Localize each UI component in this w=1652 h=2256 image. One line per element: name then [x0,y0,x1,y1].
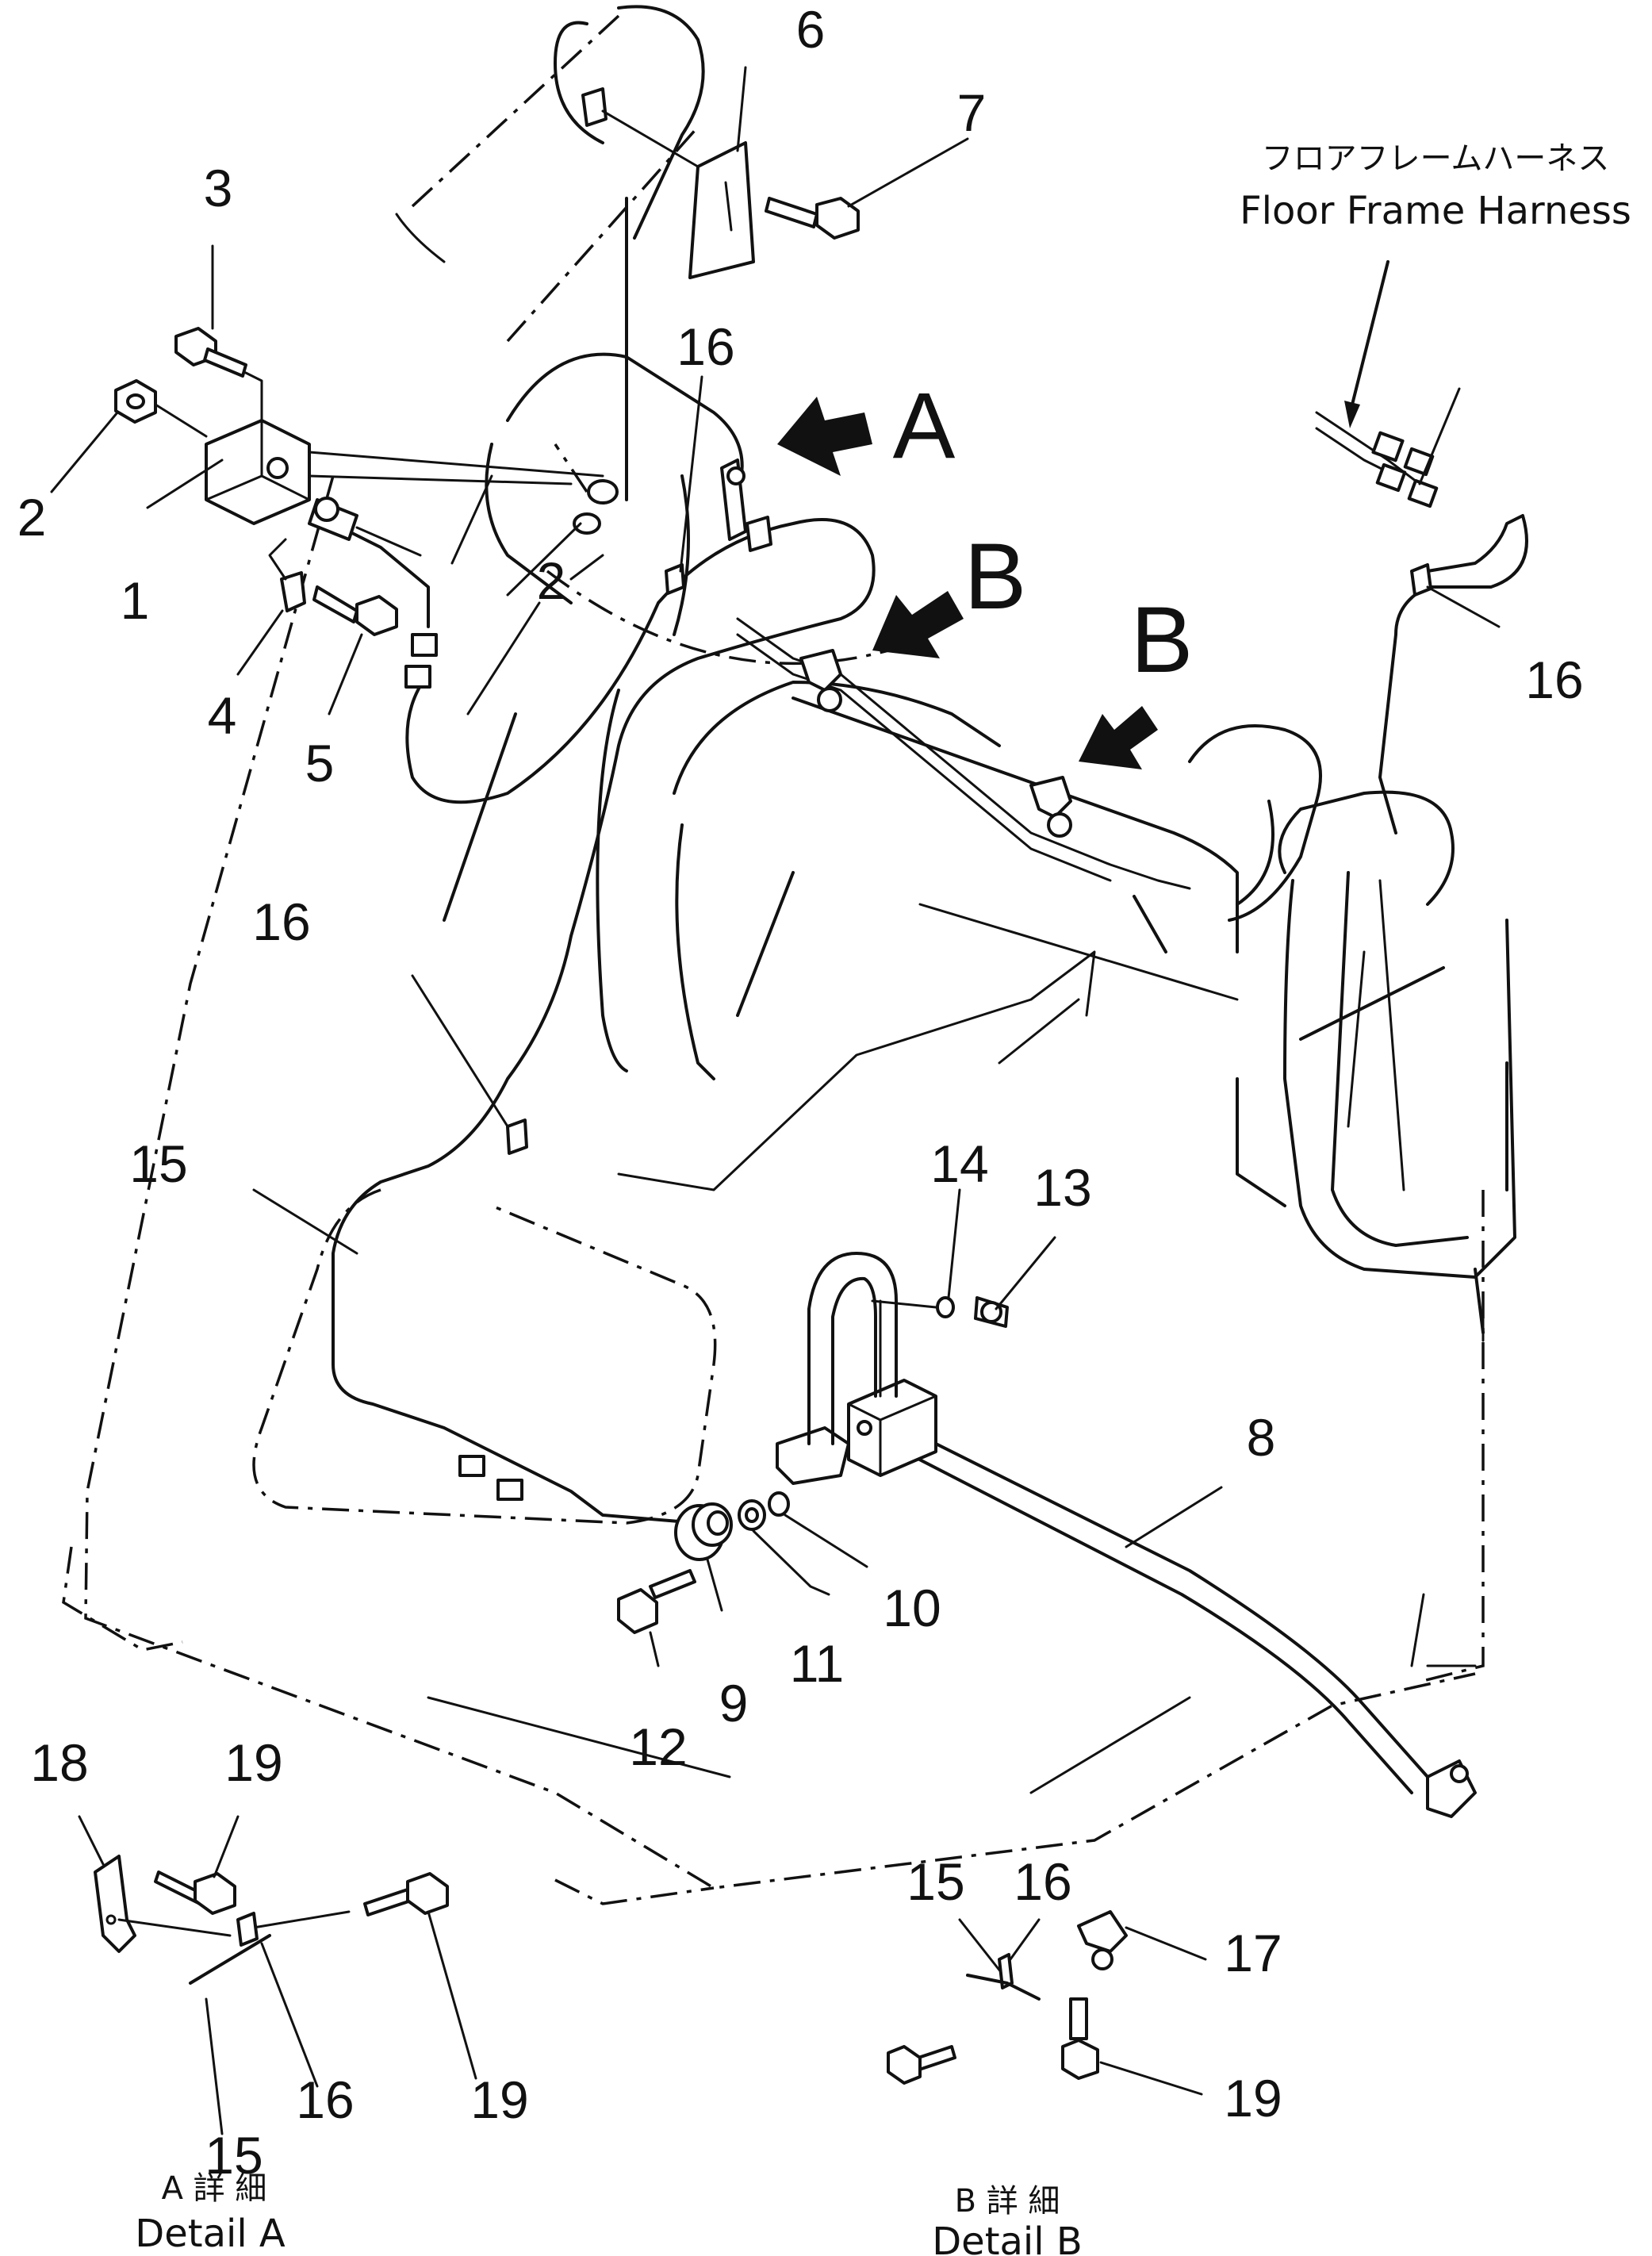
part-sensor-switch [308,497,422,557]
detail-b-caption: B 詳 細 Detail B [932,2183,1083,2256]
callout-16b: 16 [1525,650,1583,709]
part-5-bolt [312,585,398,636]
part-10-11-rings [738,1491,790,1531]
part-13-14-fittings [871,1296,1009,1328]
callout-1: 1 [121,571,150,630]
callout-8: 8 [1247,1408,1276,1467]
part-2-nut-pair [573,479,619,535]
callout-16c: 16 [252,892,310,951]
callout-2b: 2 [537,551,566,610]
part-6-plate [581,87,755,279]
part-7-bolt [765,197,860,240]
part-16-clamps [506,458,1432,1155]
detail-a-caption-japanese: A 詳 細 [162,2170,267,2207]
detail-b-callout-19: 19 [1224,2069,1282,2127]
detail-a-caption: A 詳 細 Detail A [135,2170,286,2256]
upper-boom-outline [395,5,1516,1334]
callout-2a: 2 [17,488,47,547]
callout-4: 4 [208,686,237,745]
detail-a-drawing [94,1855,449,1985]
callout-14: 14 [930,1134,988,1193]
harness-label: フロアフレームハーネス Floor Frame Harness [1240,140,1631,233]
callout-12: 12 [629,1717,687,1776]
part-3-bolt [174,327,263,446]
callout-5: 5 [305,734,335,792]
detail-a-callout-16: 16 [296,2070,354,2129]
detail-b-callout-16: 16 [1014,1852,1071,1911]
part-12-bolt [617,1569,696,1634]
detail-b-callout-17: 17 [1224,1924,1282,1982]
view-arrow-b2 [1079,706,1158,769]
part-4-terminal [268,538,306,612]
part-1-bracket [205,419,604,525]
part-b-clamps [799,649,1072,838]
part-2-nut [114,379,208,438]
harness-wiring [332,411,1528,1794]
callout-10: 10 [883,1579,941,1637]
part-pipe-block [776,1252,937,1485]
detail-b-callouts: 15 16 17 19 [906,1852,1282,2127]
view-arrow-a [777,397,872,476]
harness-arrow [1344,260,1389,428]
callout-3: 3 [204,159,233,217]
harness-label-english: Floor Frame Harness [1240,189,1631,233]
harness-label-japanese: フロアフレームハーネス [1262,140,1610,177]
view-label-b2: B [1131,588,1194,693]
detail-a-caption-english: Detail A [135,2212,286,2256]
callout-16a: 16 [677,317,734,376]
detail-b-callout-15: 15 [906,1852,964,1911]
detail-b-caption-english: Detail B [932,2220,1083,2256]
detail-a-callouts: 18 19 19 16 15 [30,1733,528,2185]
detail-a-callout-19b: 19 [470,2070,528,2129]
leader-lines [50,66,1501,2135]
callout-13: 13 [1033,1158,1091,1217]
callout-9: 9 [719,1674,749,1732]
detail-a-callout-15: 15 [205,2126,263,2185]
detail-a-callout-18: 18 [30,1733,88,1792]
part-9-switch [674,1502,733,1561]
part-harness-connectors [458,431,1439,1501]
detail-b-caption-japanese: B 詳 細 [955,2183,1060,2220]
callout-7: 7 [957,83,987,142]
part-connector [404,633,438,689]
callout-6: 6 [796,0,826,59]
view-label-b1: B [964,524,1027,629]
detail-a-callout-19a: 19 [224,1733,282,1792]
view-arrow-b1 [872,591,964,658]
callout-numbers: 1 2 2 3 4 5 6 7 8 9 10 11 12 13 14 15 16… [17,0,1584,1776]
callout-11: 11 [790,1634,845,1693]
machine-frame-outline [62,475,1485,1905]
view-label-a: A [893,374,956,478]
callout-15: 15 [129,1134,187,1193]
part-8-lever-end [1426,1759,1477,1818]
detail-b-drawing [887,1910,1128,2085]
